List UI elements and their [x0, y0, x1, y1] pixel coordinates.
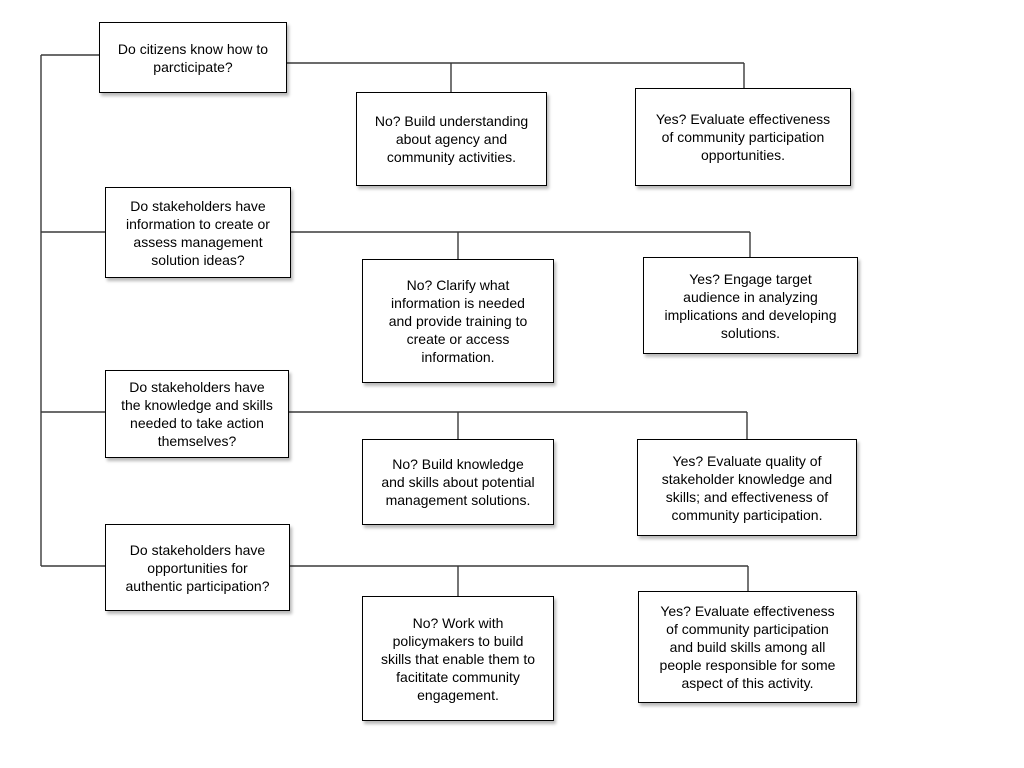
question-text-2: Do stakeholders have information to crea…: [126, 197, 270, 268]
question-box-4: Do stakeholders have opportunities for a…: [105, 524, 290, 611]
question-text-1: Do citizens know how to parcticipate?: [117, 40, 269, 75]
answer-no-box-3: No? Build knowledge and skills about pot…: [362, 439, 554, 525]
answer-yes-text-3: Yes? Evaluate quality of stakeholder kno…: [661, 452, 833, 523]
answer-no-text-3: No? Build knowledge and skills about pot…: [381, 456, 535, 508]
question-box-1: Do citizens know how to parcticipate?: [99, 22, 287, 93]
question-box-3: Do stakeholders have the knowledge and s…: [105, 370, 289, 458]
question-text-4: Do stakeholders have opportunities for a…: [125, 541, 270, 594]
answer-no-box-4: No? Work with policymakers to build skil…: [362, 596, 554, 721]
answer-no-text-4: No? Work with policymakers to build skil…: [380, 614, 536, 703]
answer-no-box-2: No? Clarify what information is needed a…: [362, 259, 554, 383]
answer-yes-text-4: Yes? Evaluate effectiveness of community…: [659, 603, 836, 691]
answer-yes-box-2: Yes? Engage target audience in analyzing…: [643, 257, 858, 354]
question-box-2: Do stakeholders have information to crea…: [105, 187, 291, 278]
answer-yes-text-2: Yes? Engage target audience in analyzing…: [664, 270, 837, 341]
answer-yes-box-3: Yes? Evaluate quality of stakeholder kno…: [637, 439, 857, 536]
answer-yes-box-4: Yes? Evaluate effectiveness of community…: [638, 591, 857, 703]
answer-yes-box-1: Yes? Evaluate effectiveness of community…: [635, 88, 851, 186]
answer-no-text-2: No? Clarify what information is needed a…: [388, 277, 528, 365]
answer-no-text-1: No? Build understanding about agency and…: [374, 113, 529, 165]
answer-yes-text-1: Yes? Evaluate effectiveness of community…: [655, 111, 831, 163]
question-text-3: Do stakeholders have the knowledge and s…: [121, 379, 273, 449]
answer-no-box-1: No? Build understanding about agency and…: [356, 92, 547, 186]
